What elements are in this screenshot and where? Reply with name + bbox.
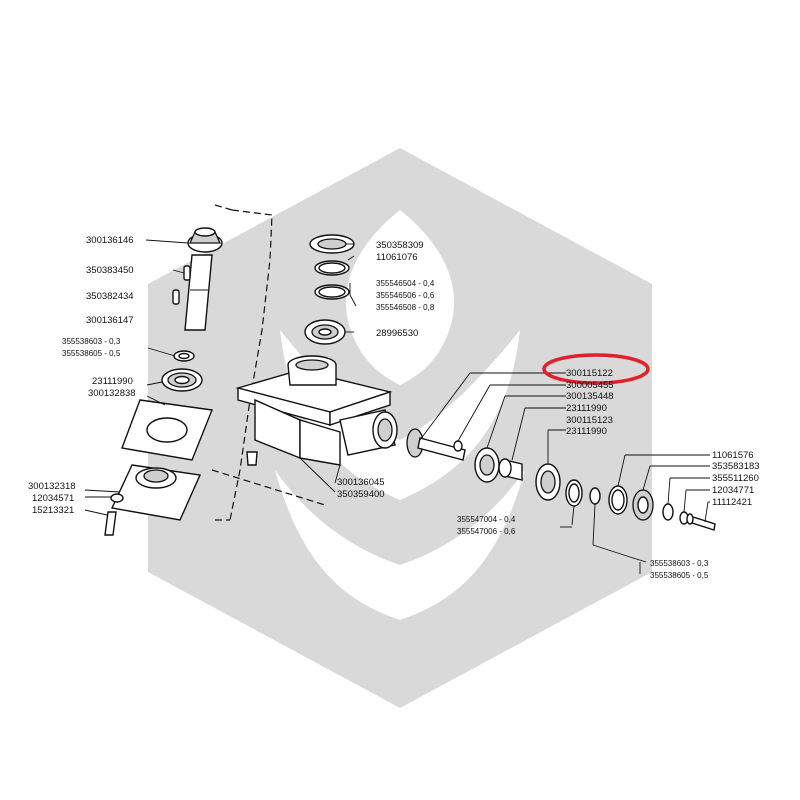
part-label: 15213321 — [32, 505, 74, 516]
part-label: 355538605 - 0,5 — [62, 349, 121, 358]
leader-lines — [84, 239, 710, 574]
bevel-pinion-shaft — [406, 428, 466, 461]
shaft-spacer — [453, 440, 463, 452]
part-label: 300115123 — [566, 415, 613, 426]
nut-right — [632, 489, 654, 521]
part-label: 350358309 — [376, 240, 424, 251]
drain-plug — [246, 451, 258, 466]
o-ring-right — [565, 479, 583, 507]
part-label: 355546508 - 0,8 — [376, 303, 435, 312]
part-label: 23111990 — [566, 426, 607, 437]
part-label: 23111990 — [92, 376, 133, 387]
part-label: 11112421 — [712, 497, 752, 508]
part-label: 300136045 — [337, 477, 385, 488]
part-label: 350382434 — [86, 291, 134, 302]
part-label: 353583183 — [712, 461, 760, 472]
highlight-ring — [542, 353, 650, 385]
gasket-left — [121, 399, 213, 461]
part-labels: 300136146 350383450 350382434 300136147 … — [28, 235, 760, 580]
washer-left — [110, 493, 124, 503]
part-label: 300132318 — [28, 481, 76, 492]
part-label: 355547006 - 0,6 — [457, 527, 516, 536]
bolt-left — [104, 511, 117, 536]
part-label: 355546506 - 0,6 — [376, 291, 435, 300]
part-label: 300135448 — [566, 391, 614, 402]
part-label: 11061576 — [712, 450, 754, 461]
part-label: 350359400 — [337, 489, 385, 500]
shim-right — [589, 487, 601, 505]
part-label: 355538603 - 0,3 — [62, 337, 121, 346]
bevel-gear-top — [187, 227, 223, 253]
splined-shaft — [184, 254, 213, 331]
bearing-right-1 — [474, 447, 500, 483]
assembly-dashed-frame — [211, 204, 326, 521]
part-label: 355546504 - 0,4 — [376, 279, 435, 288]
part-label: 300115122 — [566, 368, 613, 379]
part-label: 350383450 — [86, 265, 134, 276]
part-label: 28996530 — [376, 328, 418, 339]
part-label: 23111990 — [566, 403, 607, 414]
circlip-right — [608, 485, 628, 515]
bolt-right — [686, 513, 716, 531]
part-label: 300005455 — [566, 380, 614, 391]
hexagon-leaf-logo-icon — [148, 148, 652, 708]
shim-washer-left — [173, 350, 195, 362]
bearing-top — [304, 319, 346, 345]
part-label: 12034571 — [32, 493, 74, 504]
spacer-sleeve — [498, 458, 523, 481]
part-label: 300136146 — [86, 235, 134, 246]
shaft-key-b — [172, 289, 180, 305]
part-label: 300136147 — [86, 315, 134, 326]
part-label: 355547004 - 0,4 — [457, 515, 516, 524]
part-label: 12034771 — [712, 485, 754, 496]
washer-right — [662, 503, 674, 521]
part-label: 11061076 — [376, 252, 418, 263]
part-label: 355538603 - 0,3 — [650, 559, 709, 568]
circlip-top — [314, 260, 350, 276]
bearing-left — [161, 368, 203, 392]
shaft-key-a — [183, 265, 191, 281]
gearbox-housing — [235, 355, 398, 466]
part-label: 355511260 — [712, 473, 759, 484]
shim-rings-top — [314, 284, 350, 300]
bearing-right-2 — [535, 463, 561, 501]
part-label: 355538605 - 0,5 — [650, 571, 709, 580]
part-label: 300132838 — [88, 388, 136, 399]
